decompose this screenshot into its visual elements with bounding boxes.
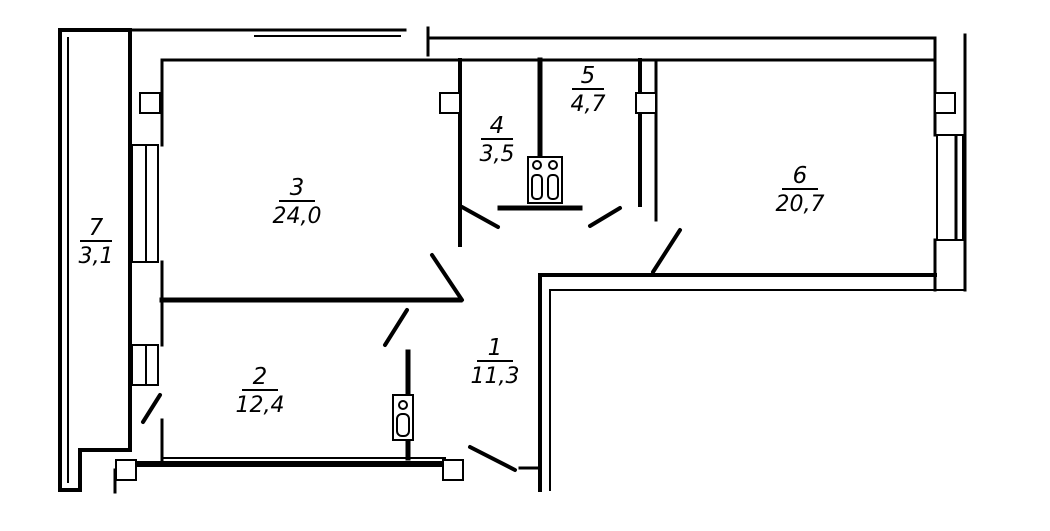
room-number: 4 — [490, 113, 505, 139]
toilet-icon-bowl-right — [548, 160, 558, 170]
room-area: 11,3 — [471, 364, 520, 389]
door-room3 — [430, 253, 464, 302]
column-room3-left — [139, 92, 161, 114]
walls — [58, 26, 967, 494]
sink-icon-basin — [396, 413, 410, 437]
room-label-3: 3 24,0 — [273, 175, 322, 229]
column-room6 — [934, 92, 956, 114]
windows — [131, 134, 964, 386]
room-label-5: 5 4,7 — [571, 63, 606, 117]
columns — [115, 92, 956, 481]
room-label-6: 6 20,7 — [776, 163, 825, 217]
door-balcony — [141, 393, 162, 424]
toilet-icon-seat-right — [547, 174, 559, 200]
room-number: 3 — [290, 175, 305, 201]
room-area: 20,7 — [776, 192, 825, 217]
fixtures — [392, 156, 563, 441]
room-number: 1 — [488, 335, 503, 361]
room-area: 3,1 — [79, 244, 114, 269]
door-room4 — [460, 205, 500, 229]
toilet-icon-seat-left — [531, 174, 543, 200]
room-label-4: 4 3,5 — [480, 113, 515, 167]
room-labels: 1 11,3 2 12,4 3 24,0 4 3,5 5 4,7 6 20,7 — [79, 63, 825, 418]
room-area: 12,4 — [236, 393, 285, 418]
room-number: 2 — [253, 364, 268, 390]
door-room2 — [383, 308, 409, 347]
room-label-1: 1 11,3 — [471, 335, 520, 389]
room-number: 5 — [581, 63, 596, 89]
door-room5 — [588, 206, 622, 228]
room-area: 3,5 — [480, 142, 515, 167]
room-area: 24,0 — [273, 204, 322, 229]
sink-icon-drain — [398, 400, 408, 410]
room-label-7: 7 3,1 — [79, 215, 114, 269]
door-entrance — [468, 445, 517, 472]
room-area: 4,7 — [571, 92, 606, 117]
column-bottom-left — [115, 459, 137, 481]
column-room3-right — [439, 92, 461, 114]
room-number: 6 — [793, 163, 808, 189]
window-room6 — [936, 134, 964, 241]
room-number: 7 — [89, 215, 104, 241]
column-room5 — [635, 92, 657, 114]
column-bottom-right — [442, 459, 464, 481]
room-label-2: 2 12,4 — [236, 364, 285, 418]
doors — [141, 205, 682, 472]
toilet-icon-bowl-left — [532, 160, 542, 170]
door-room6 — [651, 228, 682, 274]
